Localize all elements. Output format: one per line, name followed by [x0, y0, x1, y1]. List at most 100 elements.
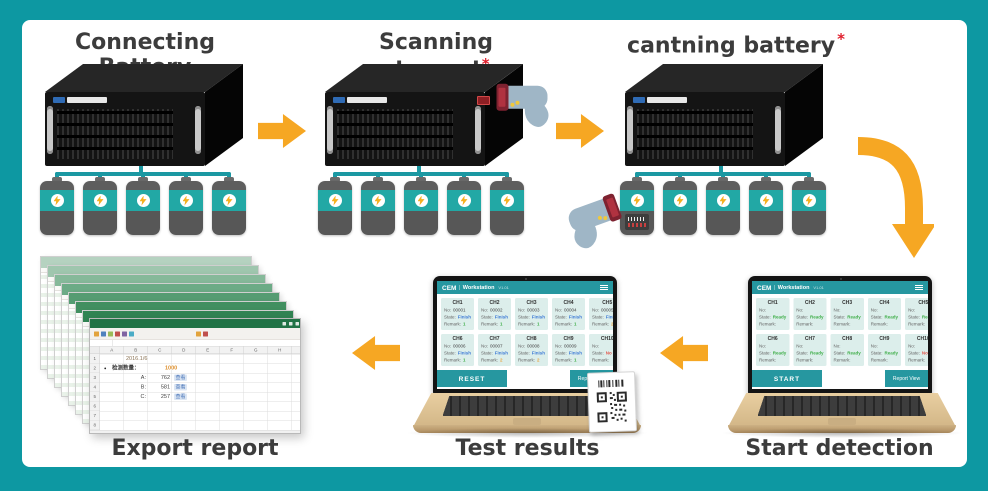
- ribbon-tool-icon[interactable]: [108, 331, 113, 337]
- channel-id: CH6: [452, 336, 463, 342]
- remark-label: Remark:: [870, 321, 888, 327]
- app-header: CEM | Workstation V1.01: [437, 281, 613, 294]
- ribbon-tool-icon[interactable]: [196, 331, 201, 337]
- row-header[interactable]: 6: [90, 402, 100, 411]
- caption-text: Export report: [111, 436, 279, 461]
- barcode-scanner-battery: [568, 193, 622, 249]
- state-label: State:: [908, 350, 920, 356]
- no-label: No:: [908, 343, 916, 349]
- no-label: No:: [555, 307, 563, 313]
- state-value: Finish: [568, 314, 583, 320]
- row-header[interactable]: 3: [90, 373, 100, 383]
- col-header[interactable]: H: [268, 346, 292, 354]
- col-header[interactable]: F: [220, 346, 244, 354]
- power-icon: [179, 194, 193, 207]
- view-link[interactable]: 查看: [174, 384, 187, 391]
- row-header[interactable]: 2: [90, 364, 100, 373]
- rack-handle-right: [475, 106, 481, 154]
- channel-id: CH6: [767, 336, 778, 342]
- ribbon-tool-icon[interactable]: [94, 331, 99, 337]
- battery: [749, 177, 783, 235]
- caption-start-detection: Start detection: [722, 436, 957, 461]
- app-header: CEM | Workstation V1.01: [752, 281, 928, 294]
- col-header[interactable]: C: [148, 346, 172, 354]
- battery-terminal: [804, 177, 814, 182]
- remark-label: Remark:: [444, 321, 462, 327]
- cell-grid[interactable]: [90, 354, 300, 430]
- rack-handle-right: [775, 106, 781, 154]
- keyboard: [442, 396, 612, 416]
- row-header[interactable]: 1: [90, 354, 100, 364]
- row-header[interactable]: 8: [90, 421, 100, 430]
- lightning-icon: [96, 195, 104, 206]
- battery: [361, 177, 395, 235]
- cell-date: 2016.1/6: [126, 355, 148, 362]
- maximize-icon[interactable]: [289, 321, 293, 326]
- minimize-icon[interactable]: [282, 321, 286, 326]
- report-view-button[interactable]: Report View: [885, 370, 928, 387]
- row-header[interactable]: 5: [90, 392, 100, 402]
- no-value: 00002: [490, 307, 503, 313]
- battery-terminal: [138, 177, 148, 182]
- formula-input[interactable]: [113, 340, 300, 346]
- chassis-front-face: [625, 92, 785, 166]
- col-header[interactable]: B: [124, 346, 148, 354]
- remark-value: 1: [463, 321, 466, 327]
- remark-label: Remark:: [833, 321, 851, 327]
- ribbon-tool-icon[interactable]: [129, 331, 134, 337]
- state-label: State:: [796, 314, 809, 320]
- reset-button[interactable]: RESET: [437, 370, 507, 387]
- cell-name-box[interactable]: [90, 340, 113, 346]
- state-value: No card: [605, 350, 613, 356]
- no-label: No:: [518, 343, 526, 349]
- start-button[interactable]: START: [752, 370, 822, 387]
- remark-label: Remark:: [518, 357, 536, 363]
- row-header[interactable]: 4: [90, 383, 100, 392]
- row-header[interactable]: 7: [90, 411, 100, 421]
- view-link[interactable]: 查看: [174, 393, 187, 400]
- remark-value: 1: [537, 321, 540, 327]
- col-header[interactable]: A: [100, 346, 124, 354]
- rack-handle-left: [47, 106, 53, 154]
- remark-label: Remark:: [444, 357, 462, 363]
- col-header[interactable]: G: [244, 346, 268, 354]
- close-icon[interactable]: [295, 321, 299, 326]
- lightning-icon: [225, 195, 233, 206]
- footer-spacer: [507, 370, 570, 387]
- chassis-top-face: [45, 64, 243, 92]
- remark-value: 1: [574, 321, 577, 327]
- state-value: Ready: [921, 314, 928, 320]
- state-value: Ready: [810, 350, 824, 356]
- formula-bar[interactable]: [90, 340, 300, 347]
- ribbon-tool-icon[interactable]: [203, 331, 208, 337]
- select-all-corner[interactable]: [90, 346, 100, 354]
- col-header[interactable]: E: [196, 346, 220, 354]
- state-label: State:: [908, 314, 920, 320]
- menu-icon[interactable]: [915, 285, 923, 290]
- view-link[interactable]: 查看: [174, 374, 187, 381]
- menu-icon[interactable]: [600, 285, 608, 290]
- remark-label: Remark:: [908, 321, 926, 327]
- col-header[interactable]: D: [172, 346, 196, 354]
- battery: [40, 177, 74, 235]
- ribbon-tool-icon[interactable]: [101, 331, 106, 337]
- state-value: Ready: [810, 314, 824, 320]
- lightning-icon: [503, 195, 511, 206]
- power-icon: [630, 194, 644, 207]
- caption-text: Test results: [455, 436, 600, 461]
- channel-id: CH5: [602, 300, 613, 306]
- ribbon-tool-icon[interactable]: [122, 331, 127, 337]
- state-label: State:: [555, 314, 567, 320]
- ribbon-tool-icon[interactable]: [115, 331, 120, 337]
- brand-badge: [53, 97, 65, 103]
- no-label: No:: [444, 307, 452, 313]
